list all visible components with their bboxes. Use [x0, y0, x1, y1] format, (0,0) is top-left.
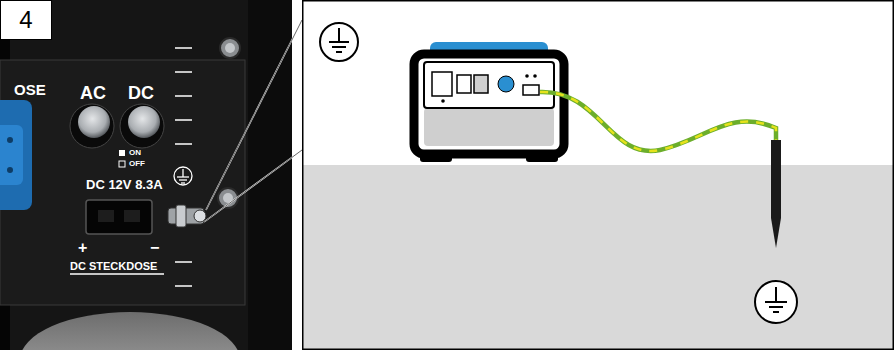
control-panel-photo — [0, 0, 292, 350]
grounding-illustration — [302, 1, 894, 350]
polarity-sign: − — [150, 240, 159, 256]
switch-state: OFF — [129, 160, 145, 168]
switch-state: ON — [129, 149, 141, 157]
socket-label: OSE — [14, 82, 46, 97]
switch-label: DC — [128, 84, 154, 102]
rating-label: DC 12V 8.3A — [86, 178, 163, 191]
step-number: 4 — [19, 8, 32, 32]
switch-label: AC — [80, 84, 106, 102]
socket-label: DC STECKDOSE — [70, 261, 157, 272]
step-number-box: 4 — [0, 0, 52, 40]
polarity-sign: + — [78, 240, 87, 256]
